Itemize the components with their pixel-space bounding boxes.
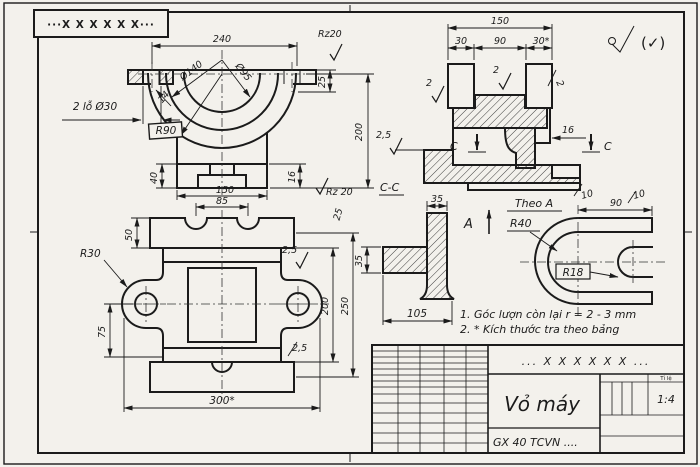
- dim-40-label: 40: [149, 172, 160, 184]
- rough-25-label: 2,5: [376, 130, 391, 141]
- roughness-check-icon: [498, 72, 512, 90]
- dim-90-label: 90: [494, 36, 506, 47]
- roughness-check-icon: [329, 43, 343, 61]
- note-line-1: 1. Góc lượn còn lại r = 2 - 3 mm: [460, 308, 636, 321]
- theo-a-title: Theo A: [515, 197, 553, 210]
- dim-200-label: 200: [354, 123, 365, 141]
- r90-label: R90: [156, 125, 177, 137]
- dim-90-label: 90: [610, 198, 622, 209]
- dim-50-label: 50: [124, 229, 135, 241]
- rough-2-label: 2: [553, 79, 566, 89]
- dim-75-label: 75: [97, 326, 108, 338]
- dim-250-label: 250: [340, 297, 351, 315]
- dim-25b-label: 25: [332, 207, 346, 222]
- part-title: Vỏ máy: [504, 392, 581, 416]
- finish-paren-label: (✓): [641, 34, 665, 52]
- rough-25-label: 2,5: [282, 245, 297, 256]
- dim-150-label: 150: [216, 185, 234, 196]
- dim-300-label: 300*: [209, 395, 234, 407]
- dim-16-label: 16: [562, 125, 574, 136]
- rough-2-label: 2: [426, 78, 432, 89]
- dia95-label: Ø95: [232, 61, 253, 84]
- front-view: 240 Rz20 Ø140 Ø95 R90 2 lỗ Ø30 14 25 200…: [62, 29, 374, 222]
- titleblock-code: ... X X X X X X ...: [522, 355, 651, 368]
- rough-2-label: 2: [493, 65, 499, 76]
- dim-85-label: 85: [216, 196, 228, 207]
- code-stamp: ···X X X X X X···: [33, 9, 169, 38]
- dim-30star-label: 30*: [533, 36, 550, 47]
- circle-icon: [608, 37, 616, 45]
- note-line-2: 2. * Kích thước tra theo bảng: [460, 323, 619, 336]
- r18-label: R18: [563, 267, 584, 279]
- holes-note-label: 2 lỗ Ø30: [73, 100, 118, 113]
- dim-240-label: 240: [213, 34, 231, 45]
- roughness-check-icon: [389, 137, 403, 155]
- rz20-top-label: Rz20: [318, 29, 342, 40]
- scale-caption: Tỉ lệ: [659, 375, 672, 382]
- top-view: 85 50 R30 75 2,5 2,5 200 250 300*: [80, 196, 359, 412]
- r30-label: R30: [80, 248, 101, 260]
- rough-25-label: 2,5: [292, 343, 307, 354]
- dim-14-label: 14: [156, 89, 172, 105]
- dim-200-label: 200: [320, 297, 331, 315]
- view-theo-a: A Theo A R40 R18 90 10: [463, 188, 668, 318]
- section-view: 150 30 90 30* 2 2 2 2,5 C C 16 10: [376, 16, 612, 202]
- dim-35-left-label: 35: [354, 255, 365, 267]
- section-c-left-label: C: [450, 140, 458, 153]
- dia140-label: Ø140: [177, 59, 205, 84]
- dim-35-top-label: 35: [431, 194, 443, 205]
- roughness-check-icon: [295, 251, 309, 269]
- cc-section: C-C 35 35 105: [354, 181, 455, 325]
- view-a-label: A: [463, 217, 473, 232]
- cc-label: C-C: [380, 181, 400, 194]
- dim-25-label: 25: [317, 76, 328, 88]
- notes: 1. Góc lượn còn lại r = 2 - 3 mm 2. * Kí…: [460, 308, 636, 336]
- title-block: ... X X X X X X ... Vỏ máy GX 40 TCVN ..…: [371, 344, 685, 454]
- scale-value: 1:4: [657, 393, 675, 406]
- rough-10-label: 10: [580, 188, 595, 202]
- sheet-frame: [3, 2, 698, 465]
- rz20-bottom-label: Rz 20: [326, 187, 353, 198]
- rough-10-label: 10: [632, 188, 647, 202]
- stamp-text: ···X X X X X X···: [47, 19, 155, 31]
- dim-16-label: 16: [287, 171, 298, 183]
- roughness-check-icon: [431, 85, 445, 103]
- dim-150-label: 150: [491, 16, 509, 27]
- check-icon: [611, 25, 635, 53]
- centerlines: [520, 205, 668, 318]
- global-finish-symbol: (✓): [608, 25, 665, 53]
- r40-label: R40: [510, 217, 532, 230]
- material-label: GX 40 TCVN ....: [493, 436, 578, 449]
- dim-30-label: 30: [455, 36, 467, 47]
- section-c-right-label: C: [604, 140, 612, 153]
- revision-grid: [372, 345, 488, 453]
- centerlines: [116, 210, 330, 400]
- dim-105-label: 105: [407, 308, 427, 320]
- hatch-area: [127, 69, 144, 85]
